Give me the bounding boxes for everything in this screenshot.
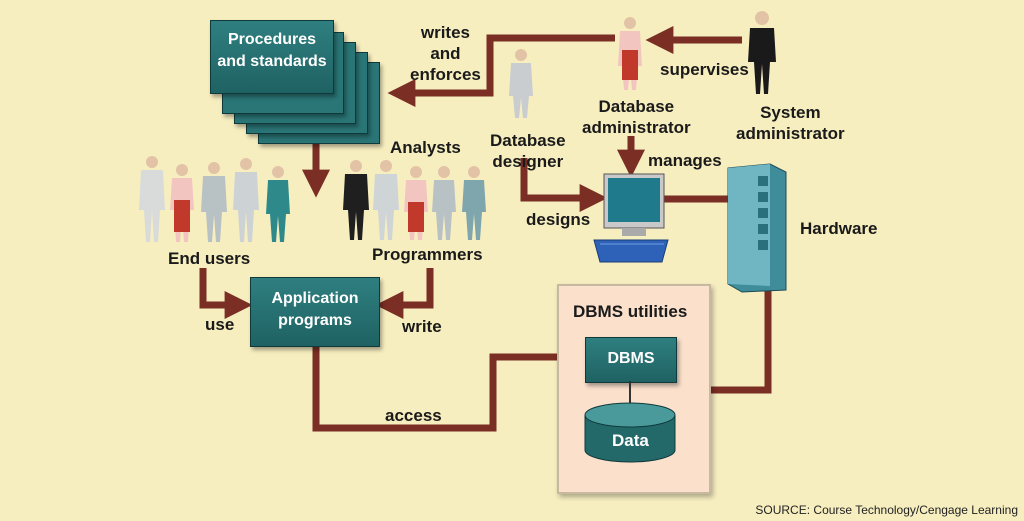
data-cylinder xyxy=(584,381,676,463)
writes-and-enforces-label: writes and enforces xyxy=(410,22,481,85)
system-admin-line2: administrator xyxy=(736,124,845,143)
procedures-line2: and standards xyxy=(217,53,327,70)
end-users-group-figure xyxy=(139,156,290,242)
access-label: access xyxy=(385,406,442,425)
system-administrator-label: System administrator xyxy=(736,102,845,144)
hardware-server-icon xyxy=(727,163,787,293)
designs-label: designs xyxy=(526,210,591,229)
database-designer-label: Database designer xyxy=(490,130,566,172)
db-admin-line2: administrator xyxy=(582,118,691,137)
arrow-write xyxy=(375,268,434,319)
computer-icon xyxy=(593,173,669,263)
writes-line2: and xyxy=(430,44,461,63)
writes-line1: writes xyxy=(420,23,470,42)
database-administrator-label: Database administrator xyxy=(582,96,691,138)
hardware-label: Hardware xyxy=(800,219,878,238)
application-line2: programs xyxy=(278,312,352,329)
dbms-label: DBMS xyxy=(607,350,655,367)
application-programs-box: Application programs xyxy=(250,277,380,347)
data-label: Data xyxy=(612,431,649,450)
arrow-designs xyxy=(520,158,608,212)
system-admin-line1: System xyxy=(760,103,821,122)
arrow-access xyxy=(312,343,588,432)
writes-line3: enforces xyxy=(410,65,481,84)
db-designer-line2: designer xyxy=(492,152,564,171)
write-label: write xyxy=(402,317,442,336)
analysts-label: Analysts xyxy=(390,138,461,157)
procedures-line1: Procedures xyxy=(227,31,317,48)
database-designer-figure xyxy=(509,49,533,118)
dbms-box: DBMS xyxy=(585,337,677,383)
system-administrator-figure xyxy=(748,11,776,94)
end-users-label: End users xyxy=(168,249,251,268)
use-label: use xyxy=(205,315,235,334)
arrow-use xyxy=(199,268,253,319)
line-hardware-utilities xyxy=(707,290,772,394)
procedures-and-standards-box: Procedures and standards xyxy=(210,20,334,94)
source-credit: SOURCE: Course Technology/Cengage Learni… xyxy=(755,503,1018,517)
database-administrator-figure xyxy=(618,17,642,90)
manages-label: manages xyxy=(648,151,722,170)
db-designer-line1: Database xyxy=(490,131,566,150)
supervises-label: supervises xyxy=(660,60,749,79)
programmers-label: Programmers xyxy=(372,245,483,264)
db-admin-line1: Database xyxy=(598,97,675,116)
application-line1: Application xyxy=(271,290,359,307)
dbms-utilities-label: DBMS utilities xyxy=(573,302,688,321)
arrow-writes-enforces xyxy=(387,34,615,107)
analysts-programmers-group-figure xyxy=(343,160,486,240)
